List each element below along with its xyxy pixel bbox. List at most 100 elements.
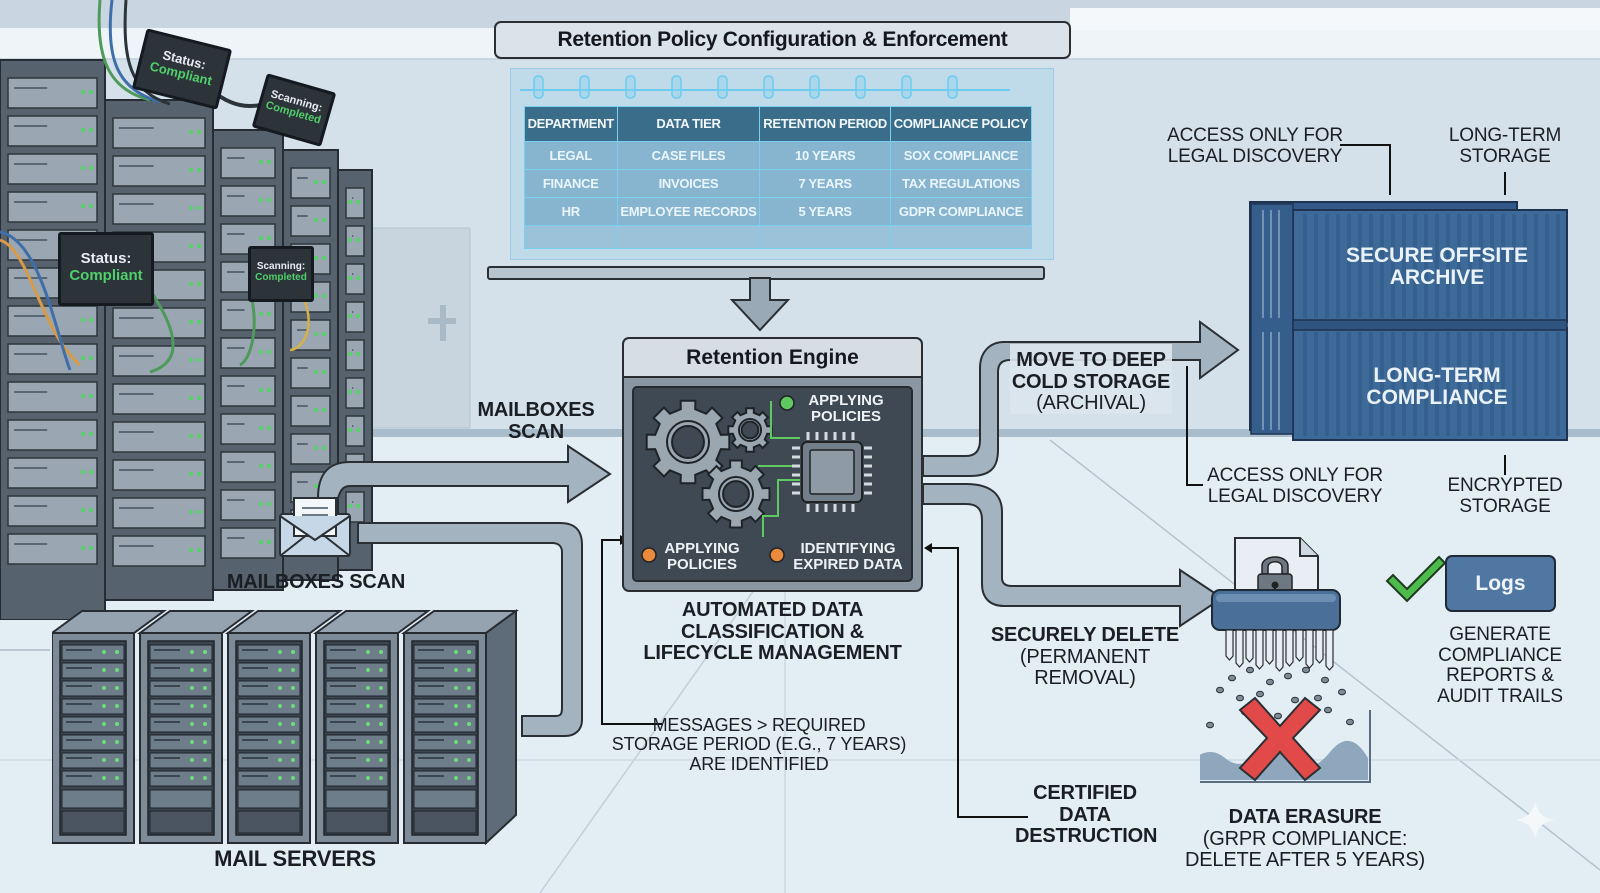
- label-line: Are Identified: [689, 753, 829, 774]
- screen-clip: [763, 75, 774, 99]
- label-line: Applying: [664, 540, 740, 557]
- label-line: Expired Data: [793, 555, 903, 573]
- label-line: Securely Delete: [990, 624, 1180, 646]
- screen-clip: [625, 75, 636, 99]
- engine-caption: Automated Data Classification & Lifecycl…: [622, 599, 923, 665]
- label-line: Secure Offsite: [1345, 244, 1529, 267]
- label-line: Access Only For: [1167, 125, 1343, 146]
- table-row-empty: [524, 225, 1033, 249]
- label-line: Certified: [1033, 782, 1137, 804]
- logs-caption: Generate Compliance Reports & Audit Trai…: [1425, 624, 1575, 707]
- page-title: Retention Policy Configuration & Enforce…: [494, 21, 1071, 59]
- screen-clip: [855, 75, 866, 99]
- pipe-mailservers-to-engine: [357, 522, 583, 737]
- archive-containers: [1249, 201, 1568, 441]
- delete-x-icon: [1238, 696, 1322, 782]
- table-cell: [524, 225, 618, 249]
- label-line: Lifecycle Management: [643, 642, 902, 665]
- chip-icon: [792, 432, 872, 512]
- mail-servers: [52, 609, 520, 845]
- label-line: Identifying: [800, 540, 896, 557]
- status-dot-pending: [769, 547, 785, 563]
- screen-clip: [579, 75, 590, 99]
- arrow-to-secure-delete: [922, 483, 1224, 628]
- engine-graphics: [645, 399, 872, 537]
- label-line: (Archival): [1036, 392, 1146, 415]
- label-line: Policies: [810, 407, 881, 425]
- label-line: Scan: [508, 420, 564, 443]
- label-line: Messages > Required: [652, 715, 866, 735]
- shredder-icon: [1200, 537, 1371, 783]
- note-encrypted-storage: Encrypted Storage: [1440, 475, 1570, 517]
- label-line: (GRPR Compliance:: [1202, 827, 1408, 850]
- mailboxes-scan-label: Mailboxes Scan: [226, 571, 406, 593]
- status-dot-pending: [641, 547, 657, 563]
- cold-storage-label: Move to Deep Cold Storage (Archival): [1010, 349, 1172, 415]
- arrow-to-cold-storage: [922, 320, 1240, 477]
- label-line: Reports &: [1446, 665, 1554, 687]
- table-cell: Employee Records: [616, 197, 761, 226]
- table-cell: [616, 225, 761, 249]
- gear-icon: [645, 399, 731, 485]
- label-line: Classification &: [680, 620, 865, 643]
- gear-icon: [727, 407, 773, 453]
- label-line: Applying: [808, 392, 884, 409]
- label-line: Data Erasure: [1228, 806, 1382, 828]
- screen-clip: [717, 75, 728, 99]
- expired-messages-note: Messages > Required Storage Period (E.G.…: [604, 715, 914, 774]
- status-monitor: Status:Compliant: [58, 232, 154, 306]
- table-row: FinanceInvoices7 YearsTax Regulations: [524, 169, 1033, 198]
- table-cell: Finance: [524, 169, 618, 198]
- label-line: Storage Period (E.G., 7 Years): [611, 734, 907, 755]
- label-line: Compliance: [1438, 644, 1562, 666]
- arrow-mailbox-to-engine: [316, 444, 612, 504]
- logs-button[interactable]: Logs: [1445, 555, 1556, 612]
- label-line: Storage: [1459, 495, 1551, 517]
- mailboxes-scan-arrow-label: Mailboxes Scan: [466, 399, 606, 443]
- label-line: Automated Data: [681, 599, 864, 621]
- label-line: Long-Term: [1448, 125, 1562, 146]
- table-header-cell: Department: [524, 106, 618, 142]
- table-header-cell: Retention Period: [759, 106, 891, 142]
- screen-clips: [520, 75, 1010, 99]
- label-line: Destruction: [1015, 825, 1158, 848]
- label-line: Encrypted: [1447, 475, 1563, 496]
- label-line: Legal Discovery: [1207, 485, 1383, 507]
- status-applying-policies-bottom: Applying Policies: [656, 541, 748, 573]
- table-cell: GDPR Compliance: [889, 197, 1033, 226]
- label-line: Generate: [1449, 624, 1551, 645]
- label-line: Storage: [1459, 145, 1551, 167]
- arrow-table-to-engine: [729, 277, 791, 332]
- label-line: Long-Term: [1373, 364, 1501, 387]
- table-cell: SOX Compliance: [889, 141, 1033, 170]
- retention-engine-title: Retention Engine: [622, 337, 923, 377]
- mail-servers-label: Mail Servers: [214, 846, 376, 871]
- label-line: Audit Trails: [1437, 685, 1563, 707]
- table-cell: Tax Regulations: [889, 169, 1033, 198]
- label-line: Policies: [666, 555, 737, 573]
- status-applying-policies-top: Applying Policies: [798, 393, 894, 425]
- server-racks: [0, 0, 373, 620]
- mailbox-envelope-icon: [279, 497, 351, 557]
- status-dot-active: [779, 395, 795, 411]
- note-legal-discovery-top: Access Only For Legal Discovery: [1165, 125, 1345, 167]
- screen-clip: [901, 75, 912, 99]
- screen-clip: [947, 75, 958, 99]
- table-cell: HR: [524, 197, 618, 226]
- table-cell: [759, 225, 891, 249]
- status-identifying-expired: Identifying Expired Data: [786, 541, 910, 573]
- label-line: Data: [1059, 803, 1111, 826]
- table-cell: 7 Years: [759, 169, 891, 198]
- label-line: Legal Discovery: [1167, 145, 1343, 167]
- label-line: Mailboxes: [477, 399, 595, 421]
- screen-clip: [809, 75, 820, 99]
- label-line: Archive: [1389, 266, 1485, 290]
- gear-icon: [701, 459, 771, 529]
- label-line: Move to Deep: [1016, 349, 1166, 371]
- data-erasure-label: Data Erasure (GRPR Compliance: Delete Af…: [1180, 806, 1430, 872]
- table-cell: 10 Years: [759, 141, 891, 170]
- container-secure-offsite-archive: Secure Offsite Archive: [1320, 244, 1554, 290]
- label-line: Cold Storage: [1011, 370, 1171, 393]
